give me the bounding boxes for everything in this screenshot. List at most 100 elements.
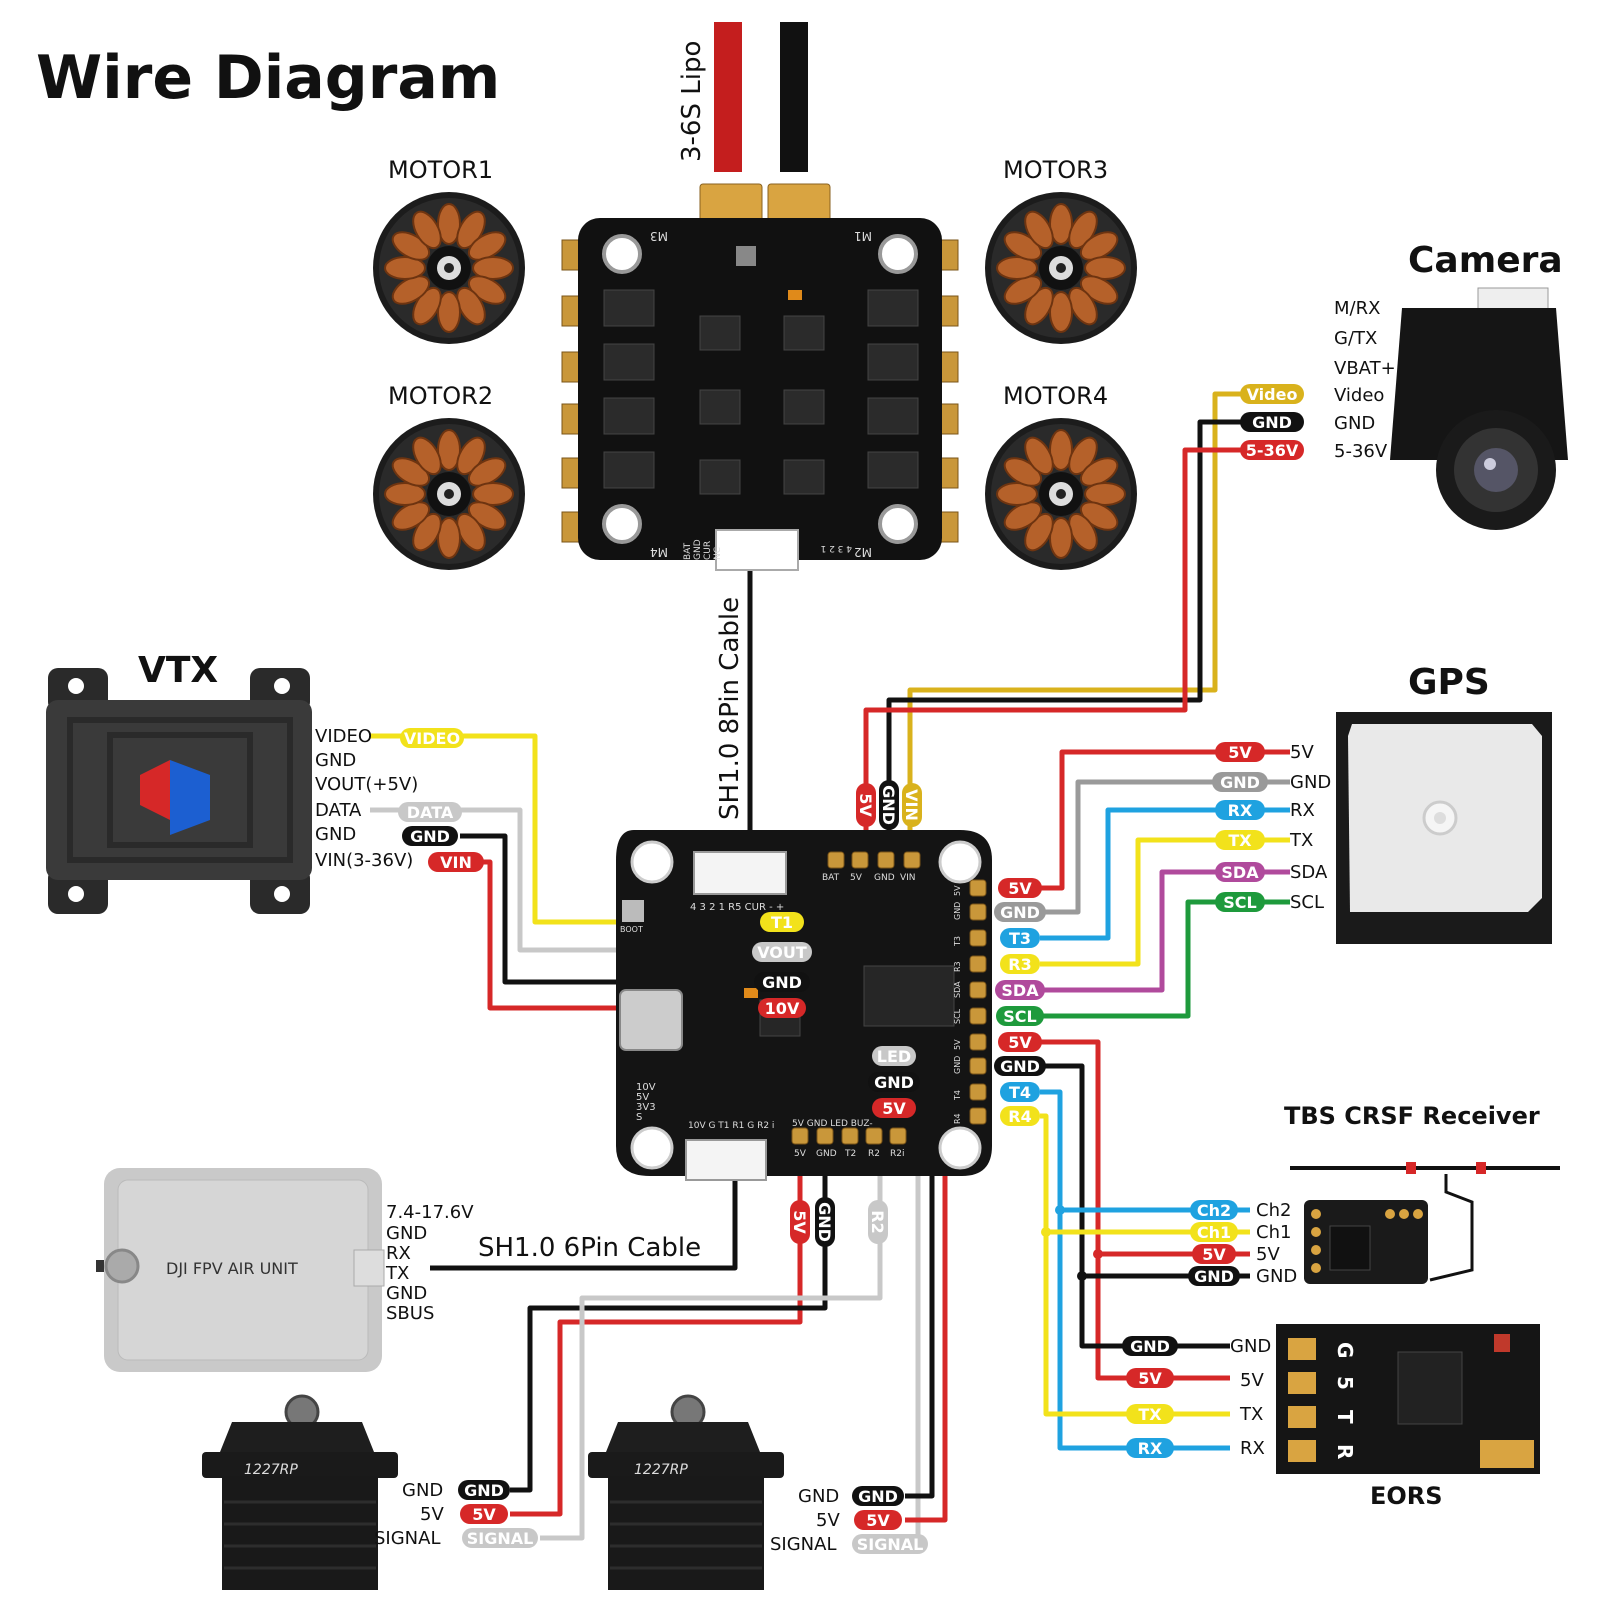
fc-right-pad-label: T4 [953, 1090, 962, 1101]
fc-bottom-pad-label: R2 [868, 1149, 880, 1159]
servo-pin-label: 5V [420, 1504, 444, 1525]
fc-side-label: S [636, 1112, 642, 1123]
svg-text:5V: 5V [472, 1505, 496, 1524]
fc-top-pad-label: GND [874, 873, 895, 883]
dji-pin-label: 7.4-17.6V [386, 1202, 474, 1223]
svg-text:GND: GND [1000, 903, 1040, 922]
svg-text:10V: 10V [765, 999, 800, 1018]
svg-text:VIDEO: VIDEO [404, 729, 460, 748]
wire-label-pill: 5V [998, 878, 1042, 898]
junction-dot [1077, 1271, 1087, 1281]
vtx-pin-label: VIDEO [315, 726, 372, 747]
dji-pin-label: RX [386, 1243, 411, 1264]
motor-label: MOTOR3 [1003, 156, 1108, 184]
gps-pin-label: SDA [1290, 862, 1328, 883]
wire-label-pill: 10V [758, 998, 806, 1018]
esc-fc-cable-label: SH1.0 8Pin Cable [715, 597, 745, 820]
gps-5v-wire [1040, 749, 1290, 891]
camera-pin-label: VBAT+ [1334, 358, 1396, 379]
servo1-gnd-wire [510, 1160, 828, 1493]
wire-label-pill: GND [1240, 412, 1304, 432]
wire-label-pill: 5V [1126, 1368, 1174, 1388]
servo-1: 1227RP GND 5V SIGNAL [200, 1394, 444, 1592]
wire-label-pill: GND [879, 780, 899, 830]
gps-pin-label: SCL [1290, 892, 1324, 913]
crsf-receiver: TBS CRSF Receiver Ch2 Ch1 5V GND [1256, 1102, 1560, 1287]
motor-1: MOTOR1 [372, 156, 526, 345]
motor-2: MOTOR2 [372, 382, 526, 571]
wire-label-pill: GND [1212, 772, 1268, 792]
servo-pin-label: GND [402, 1480, 443, 1501]
gps-pin-label: 5V [1290, 742, 1314, 763]
esc-corner-label: M2 [854, 545, 872, 559]
wire-label-pill: GND [1188, 1266, 1240, 1286]
camera-pin-label: M/RX [1334, 298, 1380, 319]
fc-boot-label: BOOT [620, 925, 643, 934]
battery-label: 3-6S Lipo [677, 41, 707, 162]
eors-pin-label: TX [1239, 1404, 1263, 1425]
eors-board-letter: 5 [1333, 1376, 1357, 1390]
fc-side-label: 5V [636, 1092, 649, 1103]
esc-corner-label: M3 [650, 229, 668, 243]
motor-3: MOTOR3 [984, 156, 1138, 345]
wire-label-pill: GND [1122, 1336, 1178, 1356]
svg-text:SCL: SCL [1223, 893, 1256, 912]
svg-text:Video: Video [1247, 385, 1298, 404]
svg-text:R4: R4 [1008, 1107, 1031, 1126]
svg-text:Ch1: Ch1 [1197, 1223, 1231, 1242]
fc-bottom-pad-label: R2i [890, 1149, 904, 1159]
fc-right-pad-label: 5V [953, 885, 962, 896]
wire-label-pill: GND [815, 1197, 835, 1247]
camera-title: Camera [1408, 240, 1563, 281]
crsf-title: TBS CRSF Receiver [1284, 1102, 1540, 1130]
svg-text:5V: 5V [790, 1210, 809, 1234]
eors-title: EORS [1370, 1482, 1443, 1510]
wire-label-pill: SCL [1215, 892, 1265, 912]
wire-label-pill: R4 [1000, 1106, 1040, 1126]
eors-board-letter: R [1333, 1444, 1357, 1459]
motor-label: MOTOR2 [388, 382, 493, 410]
servo-pin-label: SIGNAL [374, 1528, 441, 1549]
svg-text:5V: 5V [1228, 743, 1252, 762]
gps-gnd-wire [1040, 779, 1290, 915]
eors-board-letter: G [1333, 1342, 1357, 1358]
vtx-pin-label: GND [315, 750, 356, 771]
junction-dot [1041, 1227, 1051, 1237]
svg-text:T4: T4 [1009, 1083, 1031, 1102]
wire-label-pill: R2 [868, 1200, 888, 1244]
camera-pin-label: GND [1334, 413, 1375, 434]
wire-label-pill: TX [1126, 1404, 1174, 1424]
servo-2: 1227RP GND 5V SIGNAL [586, 1394, 840, 1592]
wire-label-pill: SIGNAL [462, 1528, 538, 1548]
fc-side-label: 10V [636, 1082, 656, 1093]
svg-text:DATA: DATA [407, 803, 454, 822]
svg-text:R3: R3 [1008, 955, 1031, 974]
crsf-pin-label: GND [1256, 1266, 1297, 1287]
svg-text:5V: 5V [856, 793, 875, 817]
wire-label-pill: Video [1240, 384, 1304, 404]
fc-bottom-pad-label: T2 [844, 1149, 856, 1159]
wire-label-pill: GND [402, 826, 458, 846]
eors-pin-label: 5V [1240, 1370, 1264, 1391]
fc-right-pad-label: T3 [953, 936, 962, 947]
fc-right-pad-label: SCL [953, 1008, 962, 1024]
camera-gnd-wire [886, 419, 1255, 850]
vtx-title: VTX [138, 650, 218, 691]
wire-label-pill: T3 [1000, 928, 1040, 948]
svg-text:GND: GND [1252, 413, 1292, 432]
svg-text:5V: 5V [882, 1099, 906, 1118]
esc-corner-label: M4 [650, 545, 668, 559]
svg-text:GND: GND [410, 827, 450, 846]
motor-label: MOTOR4 [1003, 382, 1108, 410]
svg-text:T3: T3 [1009, 929, 1031, 948]
svg-text:5V: 5V [1008, 879, 1032, 898]
wire-label-pill: VIN [902, 783, 922, 827]
gps-scl-wire [1040, 899, 1290, 1019]
wire-label-pill: 5V [998, 1032, 1042, 1052]
wire-label-pill: GND [994, 902, 1046, 922]
dji-pin-label: GND [386, 1223, 427, 1244]
vtx-pin-label: VOUT(+5V) [315, 774, 418, 795]
fc-top-pad-label: 5V [850, 873, 863, 883]
servo-model: 1227RP [634, 1462, 688, 1478]
dji-pin-label: SBUS [386, 1303, 434, 1324]
